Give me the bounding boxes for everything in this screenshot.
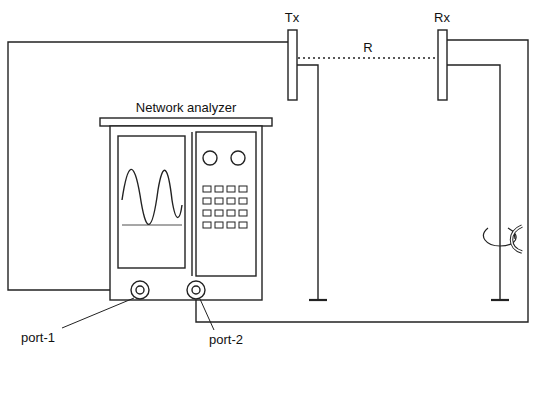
port-label: port-1: [21, 330, 55, 345]
antenna-label: Rx: [434, 10, 450, 25]
network-analyzer: Network analyzer: [92, 100, 280, 300]
port-label: port-2: [209, 332, 243, 347]
antenna-label: Tx: [285, 10, 299, 25]
device-label: Network analyzer: [92, 100, 280, 115]
distance-label: R: [363, 40, 372, 55]
